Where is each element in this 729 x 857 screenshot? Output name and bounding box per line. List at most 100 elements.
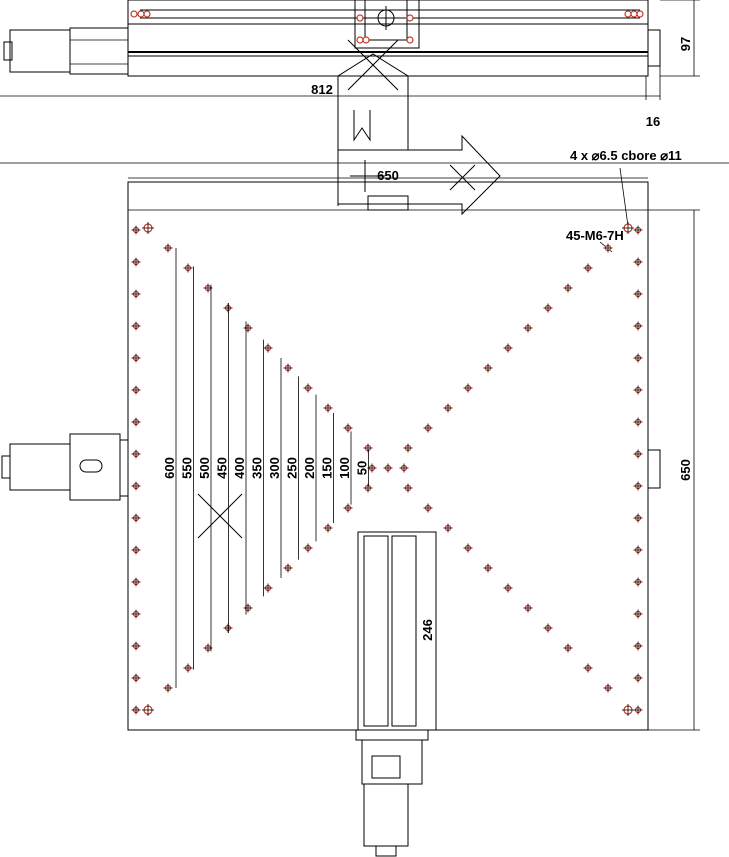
edge-hole: [131, 449, 141, 459]
tapped-hole: [283, 363, 293, 373]
label-tapped-holes: 45-M6-7H: [566, 228, 624, 243]
tapped-hole: [343, 503, 353, 513]
dim-offset: 16: [646, 114, 660, 129]
edge-hole: [131, 577, 141, 587]
diagonal-dimension-label: 350: [250, 457, 265, 479]
tapped-hole: [463, 383, 473, 393]
tapped-hole: [203, 283, 213, 293]
end-holes-right: [624, 10, 644, 18]
direction-arrows: [336, 39, 501, 216]
diagonal-dimension-label: 550: [180, 457, 195, 479]
edge-hole: [131, 417, 141, 427]
dim-plate-width: 650: [377, 168, 399, 183]
tapped-hole: [399, 463, 409, 473]
tapped-hole: [283, 563, 293, 573]
counterbore-hole: [622, 704, 634, 716]
tapped-hole: [543, 303, 553, 313]
edge-hole: [633, 481, 643, 491]
tapped-hole: [323, 403, 333, 413]
dim-plate-height: 650: [678, 459, 693, 481]
tapped-hole: [463, 543, 473, 553]
edge-hole: [131, 225, 141, 235]
diagonal-dimension-label: 600: [162, 457, 177, 479]
diagonal-dimension-label: 250: [285, 457, 300, 479]
x-direction-arrow: [337, 134, 501, 216]
tapped-hole: [403, 443, 413, 453]
tapped-hole: [503, 343, 513, 353]
tapped-hole: [523, 323, 533, 333]
bottom-linear-module: 246: [355, 531, 437, 857]
edge-hole: [131, 673, 141, 683]
tapped-hole: [483, 563, 493, 573]
edge-hole: [633, 449, 643, 459]
edge-hole: [131, 705, 141, 715]
edge-hole: [633, 385, 643, 395]
tapped-hole: [367, 463, 377, 473]
tapped-hole: [223, 303, 233, 313]
tapped-hole: [223, 623, 233, 633]
edge-hole-pattern: [131, 222, 643, 716]
edge-hole: [131, 353, 141, 363]
counterbore-hole: [142, 222, 154, 234]
tapped-hole: [323, 523, 333, 533]
end-holes-left: [130, 10, 151, 18]
edge-hole: [131, 321, 141, 331]
tapped-hole: [543, 623, 553, 633]
tapped-hole: [563, 283, 573, 293]
edge-hole: [131, 385, 141, 395]
tapped-hole: [563, 643, 573, 653]
tapped-hole: [243, 603, 253, 613]
center-hole: [383, 463, 393, 473]
edge-hole: [633, 257, 643, 267]
diagonal-dimension-label: 50: [355, 461, 370, 475]
label-counterbore-holes: 4 x ⌀6.5 cbore ⌀11: [570, 148, 682, 163]
tapped-hole: [263, 343, 273, 353]
edge-hole: [131, 257, 141, 267]
tapped-hole: [403, 483, 413, 493]
diagonal-dimension-label: 100: [337, 457, 352, 479]
tapped-hole: [503, 583, 513, 593]
edge-hole: [633, 609, 643, 619]
tapped-hole: [303, 383, 313, 393]
edge-hole: [633, 353, 643, 363]
tapped-hole: [603, 683, 613, 693]
tapped-hole: [423, 423, 433, 433]
tapped-hole: [443, 403, 453, 413]
left-motor: [1, 433, 129, 501]
diagonal-dimension-label: 400: [232, 457, 247, 479]
diagonal-dimension-label: 150: [320, 457, 335, 479]
tapped-hole: [583, 663, 593, 673]
edge-hole: [633, 641, 643, 651]
edge-hole: [131, 609, 141, 619]
top-stage-view: 97 812 16: [0, 0, 700, 129]
dim-module-length: 246: [420, 619, 435, 641]
tapped-hole: [363, 483, 373, 493]
tapped-hole: [263, 583, 273, 593]
edge-hole: [131, 641, 141, 651]
edge-hole: [633, 321, 643, 331]
counterbore-hole: [622, 222, 634, 234]
edge-hole: [633, 673, 643, 683]
counterbore-hole: [142, 704, 154, 716]
tapped-hole: [583, 263, 593, 273]
diagonal-dimension-label: 300: [267, 457, 282, 479]
tapped-hole: [603, 243, 613, 253]
edge-hole: [131, 481, 141, 491]
tapped-hole: [523, 603, 533, 613]
tapped-hole: [343, 423, 353, 433]
dim-overall-width: 812: [311, 82, 333, 97]
tapped-hole: [423, 503, 433, 513]
tapped-hole: [163, 683, 173, 693]
top-motor: [3, 27, 129, 75]
dim-stage-height: 97: [678, 37, 693, 51]
tapped-hole: [443, 523, 453, 533]
edge-hole: [131, 513, 141, 523]
tapped-hole: [163, 243, 173, 253]
edge-hole: [633, 545, 643, 555]
tapped-hole: [303, 543, 313, 553]
tapped-hole: [183, 663, 193, 673]
right-end-block: [647, 29, 661, 67]
edge-hole: [633, 289, 643, 299]
diagonal-dimension-label: 500: [197, 457, 212, 479]
